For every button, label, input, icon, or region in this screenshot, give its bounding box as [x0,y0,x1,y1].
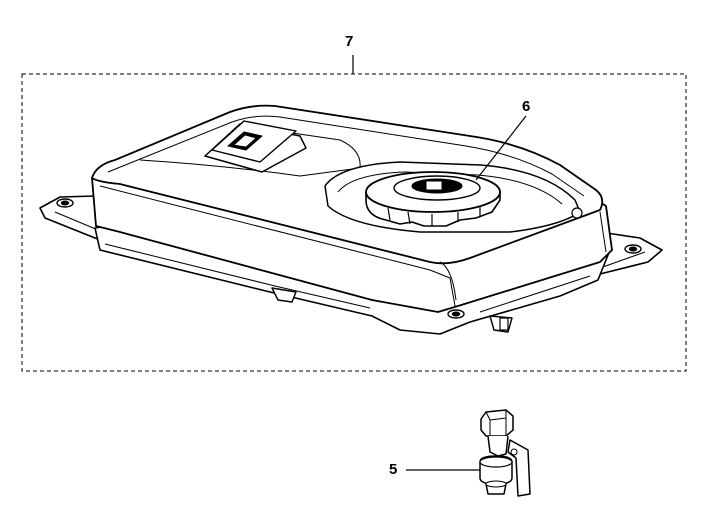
top-contour-line-2 [139,125,361,177]
fuel-cap-grip-ridges [387,206,481,226]
fuel-tank [39,104,663,335]
fuel-cap [365,171,501,227]
fuel-valve [479,409,531,497]
mounting-hole-right-inner [628,246,638,252]
valve-lever-pivot [510,448,518,456]
valve-bowl-top [479,456,513,468]
tank-label-plate-slot-inner [233,134,257,148]
mounting-holes [56,198,642,319]
valve-top-nut [480,409,514,437]
mounting-hole-front-inner [451,311,461,317]
fuel-cap-key-slot [425,180,443,191]
leader-line-6 [475,115,527,181]
tank-lower-groove [104,243,591,313]
top-contour-line-1 [107,115,585,197]
valve-body [487,435,509,457]
callout-6: 6 [522,98,531,115]
valve-top-nut-face [485,410,507,436]
front-edge-crease [99,185,456,307]
assembly-boundary-box [21,73,687,372]
bottom-bracket-left [271,287,297,303]
corner-crease [439,211,607,301]
bottom-drain-stub [499,317,509,331]
fuel-gauge [571,207,583,219]
valve-bottom-nut-ring [485,480,507,488]
callout-5: 5 [389,461,398,478]
mounting-hole-left-inner [60,200,70,206]
callout-7: 7 [345,33,354,50]
filler-platform-inner [337,171,563,205]
